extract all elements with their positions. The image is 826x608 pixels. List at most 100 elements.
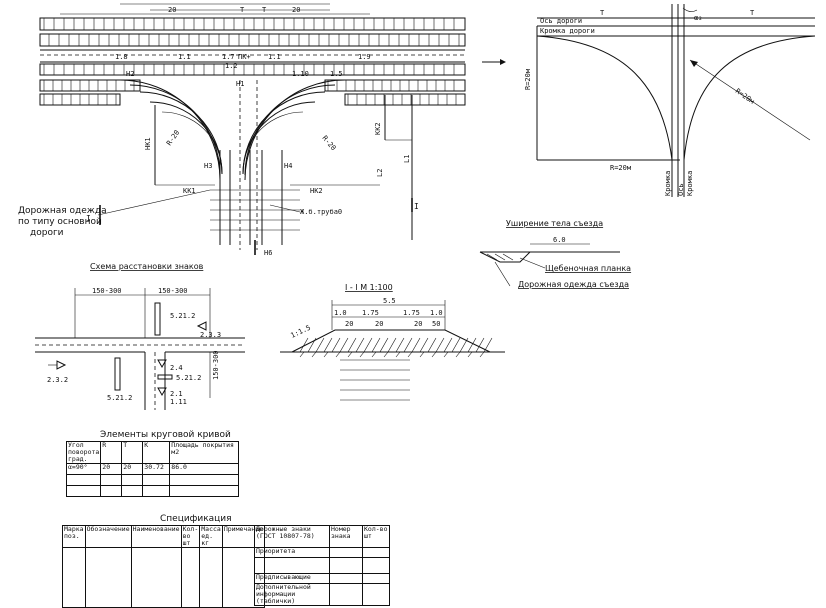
- curve-table-title: Элементы круговой кривой: [100, 430, 231, 440]
- curve-header-k: К: [142, 441, 171, 464]
- detail-t-right: T: [750, 9, 755, 17]
- dim-hk1: НК1: [144, 137, 152, 150]
- direction-sign-icon: [56, 360, 67, 370]
- detail-r-vertical: R=20м: [524, 68, 532, 90]
- curve-cell: [169, 474, 239, 486]
- dim-l1: L1: [403, 155, 411, 163]
- spec-table: Марка поз. Обозначение Наименование Кол-…: [62, 525, 265, 608]
- dim-hk2: НК2: [310, 187, 323, 195]
- signs-spec-header-1: Дорожные знаки (ГОСТ 10807-78): [254, 525, 330, 548]
- sign-label-2: 2.3.3: [200, 331, 221, 339]
- curve-header-angle: Угол поворота град.: [65, 441, 102, 464]
- section-part-2: 1.75: [362, 309, 379, 317]
- thickening-title: Уширение тела съезда: [506, 219, 603, 228]
- sign-label-6: 5.21.2: [176, 374, 201, 382]
- pk-label-3: 1.7: [222, 53, 235, 61]
- sign-plate-3: [157, 374, 173, 380]
- pavement-note-1: Дорожная одежда: [18, 206, 107, 216]
- curve-label-110: 1.10: [292, 70, 309, 78]
- section-marker-right: I: [414, 202, 419, 211]
- dim-top-1: 20: [168, 6, 176, 14]
- curve-label-h2: Н2: [126, 70, 134, 78]
- signs-title: Схема расстановки знаков: [90, 262, 204, 271]
- curve-label-15: 1.5: [330, 70, 343, 78]
- section-hatch: [299, 337, 493, 358]
- sign-label-7: 2.1: [170, 390, 183, 398]
- spec-cell: [329, 573, 363, 584]
- curve-header-r: R: [100, 441, 123, 464]
- dim-kk2: КК2: [374, 122, 382, 135]
- detail-edge-v2: Ось: [677, 183, 685, 196]
- spec-cell: [62, 547, 86, 608]
- signs-spec-row: Приоритета: [254, 547, 330, 558]
- curve-label-h6: Н6: [264, 249, 272, 257]
- section-part-1: 1.0: [334, 309, 347, 317]
- pk-label-6: 1.9: [358, 53, 371, 61]
- signs-dim-3: 150-300: [212, 350, 220, 380]
- section-part-3: 1.75: [403, 309, 420, 317]
- curve-detail: Ось дороги Кромка дороги T T α₂ R=20м R=…: [524, 4, 816, 197]
- radius-left: R-20: [165, 129, 181, 147]
- curve-cell: 20: [121, 463, 144, 475]
- pavement-note-3: дороги: [30, 228, 64, 238]
- sign-label-8: 1.11: [170, 398, 187, 406]
- signs-scheme: Схема расстановки знаков 150-300 150-300…: [35, 262, 245, 410]
- curve-elements-table: Угол поворота град. R T К Площадь покрыт…: [65, 441, 239, 497]
- spec-header-name: Наименование: [130, 525, 182, 548]
- detail-r-bottom: R=20м: [610, 164, 632, 172]
- curve-cell: 86.0: [169, 463, 239, 475]
- sign-label-1: 5.21.2: [170, 312, 195, 320]
- sign-label-4: 5.21.2: [107, 394, 132, 402]
- sign-plate-2: [114, 357, 121, 391]
- spec-header-qty: Кол-во шт: [180, 525, 201, 548]
- spec-header-designation: Обозначение: [84, 525, 132, 548]
- curve-header-area: Площадь покрытия м2: [169, 441, 239, 464]
- spec-title: Спецификация: [160, 514, 232, 524]
- pk-label-1: 1.8: [115, 53, 128, 61]
- pavement-note-2: по типу основной: [18, 217, 102, 227]
- signs-spec-table: Дорожные знаки (ГОСТ 10807-78) Номер зна…: [254, 525, 390, 606]
- section-slope-1: 20: [345, 320, 353, 328]
- sign-label-3: 2.3.2: [47, 376, 68, 384]
- detail-road-axis: Ось дороги: [540, 17, 582, 25]
- spec-cell: [362, 583, 390, 606]
- pipe-label: Ж.б.труба0: [300, 208, 342, 216]
- dim-top-4: 20: [292, 6, 300, 14]
- thickening-dim: 6.0: [553, 236, 566, 244]
- spec-header-mark: Марка поз.: [62, 525, 86, 548]
- dim-kk1: КК1: [183, 187, 196, 195]
- curve-cell: [100, 474, 123, 486]
- thickening-label-2: Дорожная одежда съезда: [518, 280, 629, 289]
- curve-cell: 30.72: [142, 463, 171, 475]
- spec-cell: [180, 547, 201, 608]
- pk-label-4: ПК+: [238, 53, 251, 61]
- priority-sign-icon: [157, 387, 167, 397]
- section-slope-4: 50: [432, 320, 440, 328]
- curve-cell: [65, 474, 102, 486]
- curve-label-12: 1.2: [225, 62, 238, 70]
- signs-spec-row: Предписывающие: [254, 573, 330, 584]
- section-marker-left: I: [86, 214, 91, 223]
- spec-cell: [84, 547, 132, 608]
- section-part-4: 1.0: [430, 309, 443, 317]
- thickening-detail: Уширение тела съезда 6.0 Щебеночная план…: [479, 219, 631, 289]
- detail-t-left: T: [600, 9, 605, 17]
- cross-section: I - I М 1:100 5.5 1.0 1.75 1.75 1.0 20 2…: [280, 283, 505, 401]
- signs-spec-row: Дополнительной информации (таблички): [254, 583, 330, 606]
- signs-dim-1: 150-300: [92, 287, 122, 295]
- dim-l2: L2: [376, 169, 384, 177]
- detail-edge-v1: Кромка: [664, 171, 672, 196]
- curve-header-t: T: [121, 441, 144, 464]
- detail-road-edge: Кромка дороги: [540, 27, 595, 35]
- radius-right: R-20: [320, 134, 337, 152]
- curve-cell: [169, 485, 239, 497]
- sign-plate-1: [154, 302, 161, 336]
- signs-spec-header-2: Номер знака: [329, 525, 363, 548]
- curve-cell: [142, 474, 171, 486]
- dim-top-2: T: [240, 6, 245, 14]
- detail-angle: α₂: [694, 14, 702, 22]
- curve-cell: [100, 485, 123, 497]
- curve-cell: [65, 485, 102, 497]
- spec-cell: [329, 583, 363, 606]
- spec-header-mass: Масса ед. кг: [199, 525, 223, 548]
